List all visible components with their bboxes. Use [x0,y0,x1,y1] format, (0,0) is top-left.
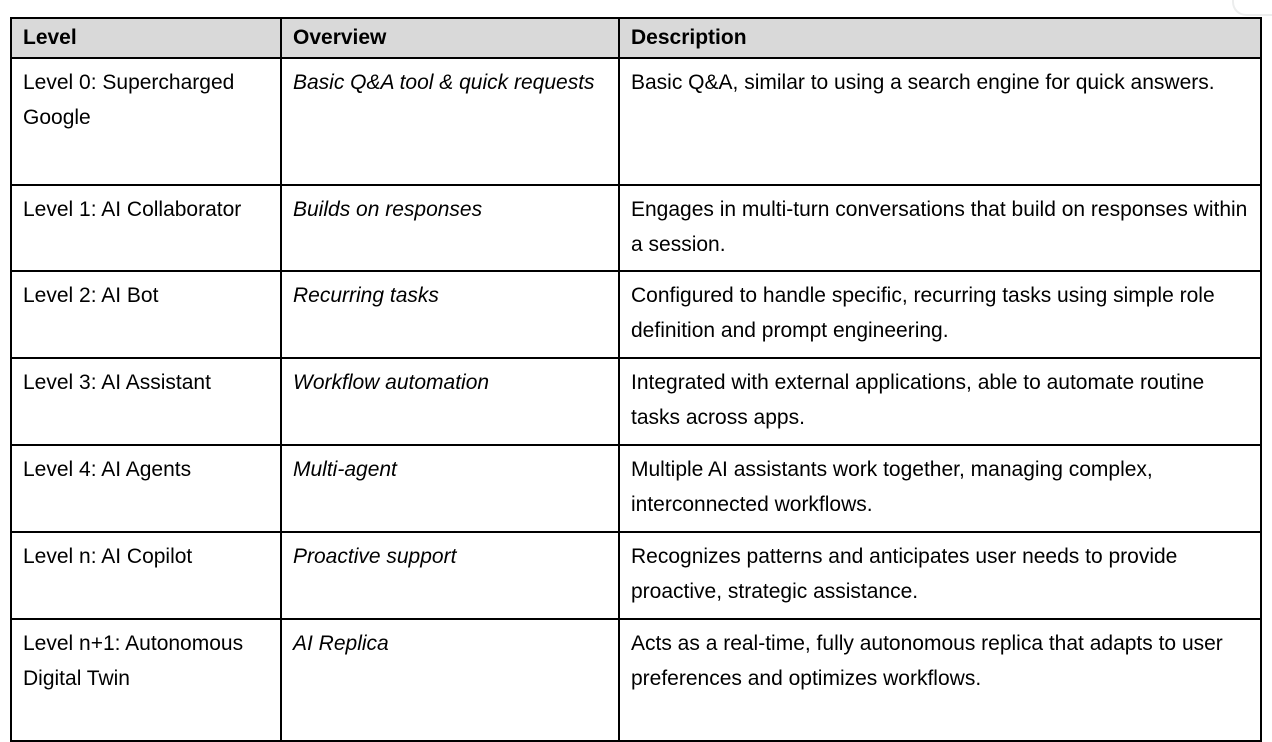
table-row: Level n: AI Copilot Proactive support Re… [10,531,1262,620]
table-row: Level 2: AI Bot Recurring tasks Configur… [10,270,1262,359]
cell-overview: Recurring tasks [280,270,620,359]
cell-description: Engages in multi-turn conversations that… [618,184,1262,272]
cell-level-text: Level n+1: Autonomous Digital Twin [23,632,244,690]
cell-description: Integrated with external applications, a… [618,357,1262,446]
ai-maturity-levels-table: Level Overview Description Level 0: Supe… [10,17,1262,742]
cell-overview: AI Replica [280,618,620,742]
cell-description-text: Basic Q&A, similar to using a search eng… [631,71,1215,94]
cell-description: Configured to handle specific, recurring… [618,270,1262,359]
cell-level: Level 1: AI Collaborator [10,184,282,272]
table-row: Level 4: AI Agents Multi-agent Multiple … [10,444,1262,533]
table-row: Level 1: AI Collaborator Builds on respo… [10,184,1262,272]
cell-overview: Workflow automation [280,357,620,446]
cell-description-text: Configured to handle specific, recurring… [631,284,1215,342]
cell-overview-text: AI Replica [293,632,389,655]
column-header-level: Level [10,17,282,59]
cell-overview: Builds on responses [280,184,620,272]
cell-description-text: Recognizes patterns and anticipates user… [631,545,1178,603]
cell-description: Multiple AI assistants work together, ma… [618,444,1262,533]
table-row: Level n+1: Autonomous Digital Twin AI Re… [10,618,1262,742]
table-header: Level Overview Description [10,17,1262,59]
column-header-overview: Overview [280,17,620,59]
ai-maturity-levels-table-container: Level Overview Description Level 0: Supe… [10,17,1262,742]
cell-overview: Proactive support [280,531,620,620]
cell-level: Level n+1: Autonomous Digital Twin [10,618,282,742]
cell-level-text: Level 0: Supercharged Google [23,71,235,129]
cell-description: Recognizes patterns and anticipates user… [618,531,1262,620]
table-body: Level 0: Supercharged Google Basic Q&A t… [10,57,1262,742]
cell-level-text: Level 1: AI Collaborator [23,198,242,221]
cell-level: Level n: AI Copilot [10,531,282,620]
cell-description: Basic Q&A, similar to using a search eng… [618,57,1262,186]
column-header-description: Description [618,17,1262,59]
cell-overview-text: Workflow automation [293,371,490,394]
cell-level-text: Level 3: AI Assistant [23,371,211,394]
cell-description-text: Acts as a real-time, fully autonomous re… [631,632,1223,690]
cell-level-text: Level n: AI Copilot [23,545,193,568]
cell-description: Acts as a real-time, fully autonomous re… [618,618,1262,742]
cell-level: Level 0: Supercharged Google [10,57,282,186]
cell-overview: Basic Q&A tool & quick requests [280,57,620,186]
cell-level: Level 4: AI Agents [10,444,282,533]
cell-overview-text: Builds on responses [293,198,483,221]
table-header-row: Level Overview Description [10,17,1262,59]
page-corner-artifact [1232,0,1272,16]
cell-level: Level 2: AI Bot [10,270,282,359]
cell-description-text: Engages in multi-turn conversations that… [631,198,1248,256]
cell-overview-text: Proactive support [293,545,457,568]
cell-overview-text: Basic Q&A tool & quick requests [293,71,595,94]
cell-level-text: Level 2: AI Bot [23,284,159,307]
cell-overview-text: Recurring tasks [293,284,439,307]
cell-overview-text: Multi-agent [293,458,397,481]
cell-level: Level 3: AI Assistant [10,357,282,446]
cell-description-text: Integrated with external applications, a… [631,371,1205,429]
cell-description-text: Multiple AI assistants work together, ma… [631,458,1153,516]
cell-level-text: Level 4: AI Agents [23,458,192,481]
table-row: Level 3: AI Assistant Workflow automatio… [10,357,1262,446]
cell-overview: Multi-agent [280,444,620,533]
table-row: Level 0: Supercharged Google Basic Q&A t… [10,57,1262,186]
